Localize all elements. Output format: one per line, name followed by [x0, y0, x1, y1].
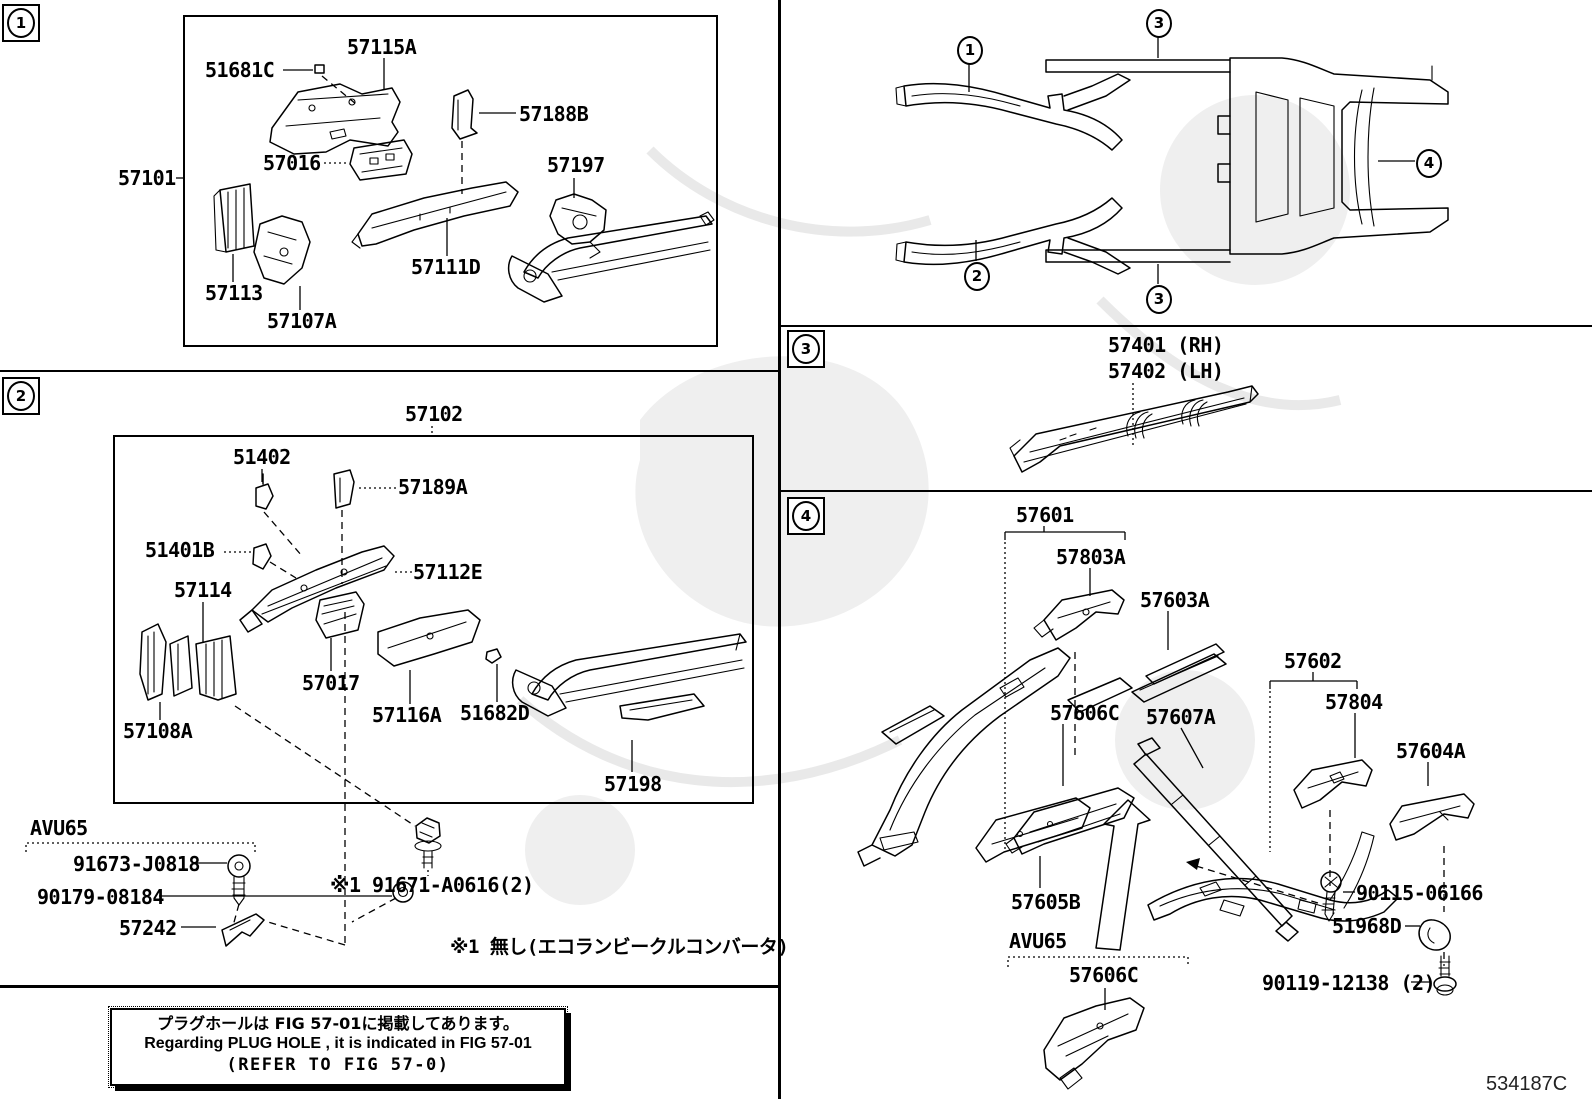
part-label-57113: 57113: [205, 281, 263, 305]
part-label-91671-A0616: ※1 91671-A0616(2): [330, 873, 534, 897]
right-divider-1: [781, 325, 1592, 327]
part-label-57102: 57102: [405, 402, 463, 426]
section-marker-3: 3: [787, 330, 825, 368]
part-label-57607A: 57607A: [1146, 705, 1216, 729]
part-label-57602: 57602: [1284, 649, 1342, 673]
part-label-57107A: 57107A: [267, 309, 337, 333]
model-code-avu65-left: AVU65: [30, 816, 88, 840]
part-label-57114: 57114: [174, 578, 232, 602]
overview-art: [895, 34, 1449, 284]
part-label-57108A: 57108A: [123, 719, 193, 743]
watermark-pattern: [516, 95, 1350, 905]
part-label-57112E: 57112E: [413, 560, 483, 584]
part-label-51682D: 51682D: [460, 701, 530, 725]
note-line-english: Regarding PLUG HOLE , it is indicated in…: [144, 1035, 532, 1052]
note-line-japanese: プラグホールは FIG 57-01に掲載してあります。: [157, 1014, 519, 1033]
part-label-57016: 57016: [263, 151, 321, 175]
section1-art: [176, 58, 715, 310]
part-label-90179-08184: 90179-08184: [37, 885, 164, 909]
part-label-57111D: 57111D: [411, 255, 481, 279]
section-marker-2: 2: [2, 377, 40, 415]
part-label-51402: 51402: [233, 445, 291, 469]
section2-box: [113, 435, 754, 804]
part-label-57604A: 57604A: [1396, 739, 1466, 763]
callout-1: 1: [957, 36, 983, 65]
section-number-3: 3: [792, 334, 820, 364]
part-label-91673-J0818: 91673-J0818: [73, 852, 200, 876]
part-label-57198: 57198: [604, 772, 662, 796]
part-label-57606C-upper: 57606C: [1050, 701, 1120, 725]
part-label-57401-rh: 57401 (RH): [1108, 333, 1224, 357]
section-number-4: 4: [792, 501, 820, 531]
plug-hole-note-box: プラグホールは FIG 57-01に掲載してあります。 Regarding PL…: [108, 1006, 568, 1088]
section4-art: [857, 526, 1475, 1090]
part-label-90119-12138: 90119-12138 (2): [1262, 971, 1436, 995]
part-label-90115-06166: 90115-06166: [1356, 881, 1483, 905]
section3-art: [1009, 383, 1259, 473]
callout-4: 4: [1416, 149, 1442, 178]
part-label-57017: 57017: [302, 671, 360, 695]
left-divider-2: [0, 985, 778, 988]
part-label-57601: 57601: [1016, 503, 1074, 527]
callout-2: 2: [964, 262, 990, 291]
vertical-divider: [778, 0, 781, 1099]
model-code-avu65-right: AVU65: [1009, 929, 1067, 953]
section-number-2: 2: [7, 381, 35, 411]
part-label-57603A: 57603A: [1140, 588, 1210, 612]
left-divider-1: [0, 370, 778, 372]
section-marker-4: 4: [787, 497, 825, 535]
part-label-57101: 57101: [118, 166, 176, 190]
section-marker-1: 1: [2, 4, 40, 42]
footnote-nashi: ※1 無し(エコランビークルコンバータ): [450, 936, 789, 958]
section-number-1: 1: [7, 8, 35, 38]
part-label-57402-lh: 57402 (LH): [1108, 359, 1224, 383]
part-label-57115A: 57115A: [347, 35, 417, 59]
section2-art: [25, 426, 747, 947]
part-label-51401B: 51401B: [145, 538, 215, 562]
part-label-57803A: 57803A: [1056, 545, 1126, 569]
callout-3-bottom: 3: [1146, 285, 1172, 314]
part-label-57197: 57197: [547, 153, 605, 177]
part-label-57605B: 57605B: [1011, 890, 1081, 914]
note-line-refer: (REFER TO FIG 57-0): [226, 1055, 450, 1075]
part-label-57189A: 57189A: [398, 475, 468, 499]
part-label-51681C: 51681C: [205, 58, 275, 82]
right-divider-2: [781, 490, 1592, 492]
part-label-57606C-lower: 57606C: [1069, 963, 1139, 987]
part-label-57804: 57804: [1325, 690, 1383, 714]
part-label-51968D: 51968D: [1332, 914, 1402, 938]
callout-3-top: 3: [1146, 9, 1172, 38]
section1-box: [183, 15, 718, 347]
part-label-57116A: 57116A: [372, 703, 442, 727]
part-label-57242: 57242: [119, 916, 177, 940]
page-code: 534187C: [1486, 1073, 1568, 1095]
part-label-57188B: 57188B: [519, 102, 589, 126]
